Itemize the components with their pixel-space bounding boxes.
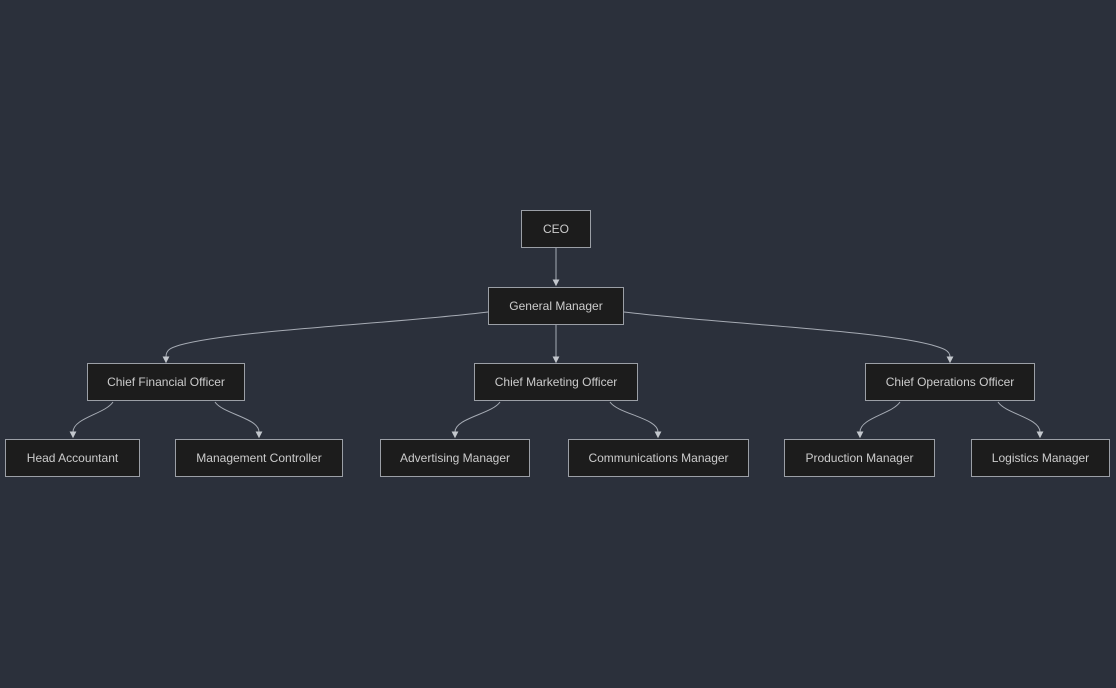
node-communications-manager: Communications Manager: [568, 439, 749, 477]
node-chief-marketing-officer: Chief Marketing Officer: [474, 363, 638, 401]
edge-general-manager-to-cfo: [162, 311, 489, 364]
node-chief-financial-officer: Chief Financial Officer: [87, 363, 245, 401]
node-ceo: CEO: [521, 210, 591, 248]
edge-cfo-to-management-controller: [214, 401, 263, 439]
node-logistics-manager: Logistics Manager: [971, 439, 1110, 477]
edge-cmo-to-advertising-manager: [451, 401, 501, 439]
node-production-manager: Production Manager: [784, 439, 935, 477]
edge-general-manager-to-coo: [623, 311, 954, 364]
edge-cfo-to-head-accountant: [69, 401, 114, 439]
node-advertising-manager: Advertising Manager: [380, 439, 530, 477]
node-general-manager: General Manager: [488, 287, 624, 325]
node-chief-operations-officer: Chief Operations Officer: [865, 363, 1035, 401]
node-management-controller: Management Controller: [175, 439, 343, 477]
node-head-accountant: Head Accountant: [5, 439, 140, 477]
edge-cmo-to-communications-manager: [609, 401, 662, 439]
edge-coo-to-logistics-manager: [997, 401, 1044, 439]
edge-coo-to-production-manager: [856, 401, 901, 439]
